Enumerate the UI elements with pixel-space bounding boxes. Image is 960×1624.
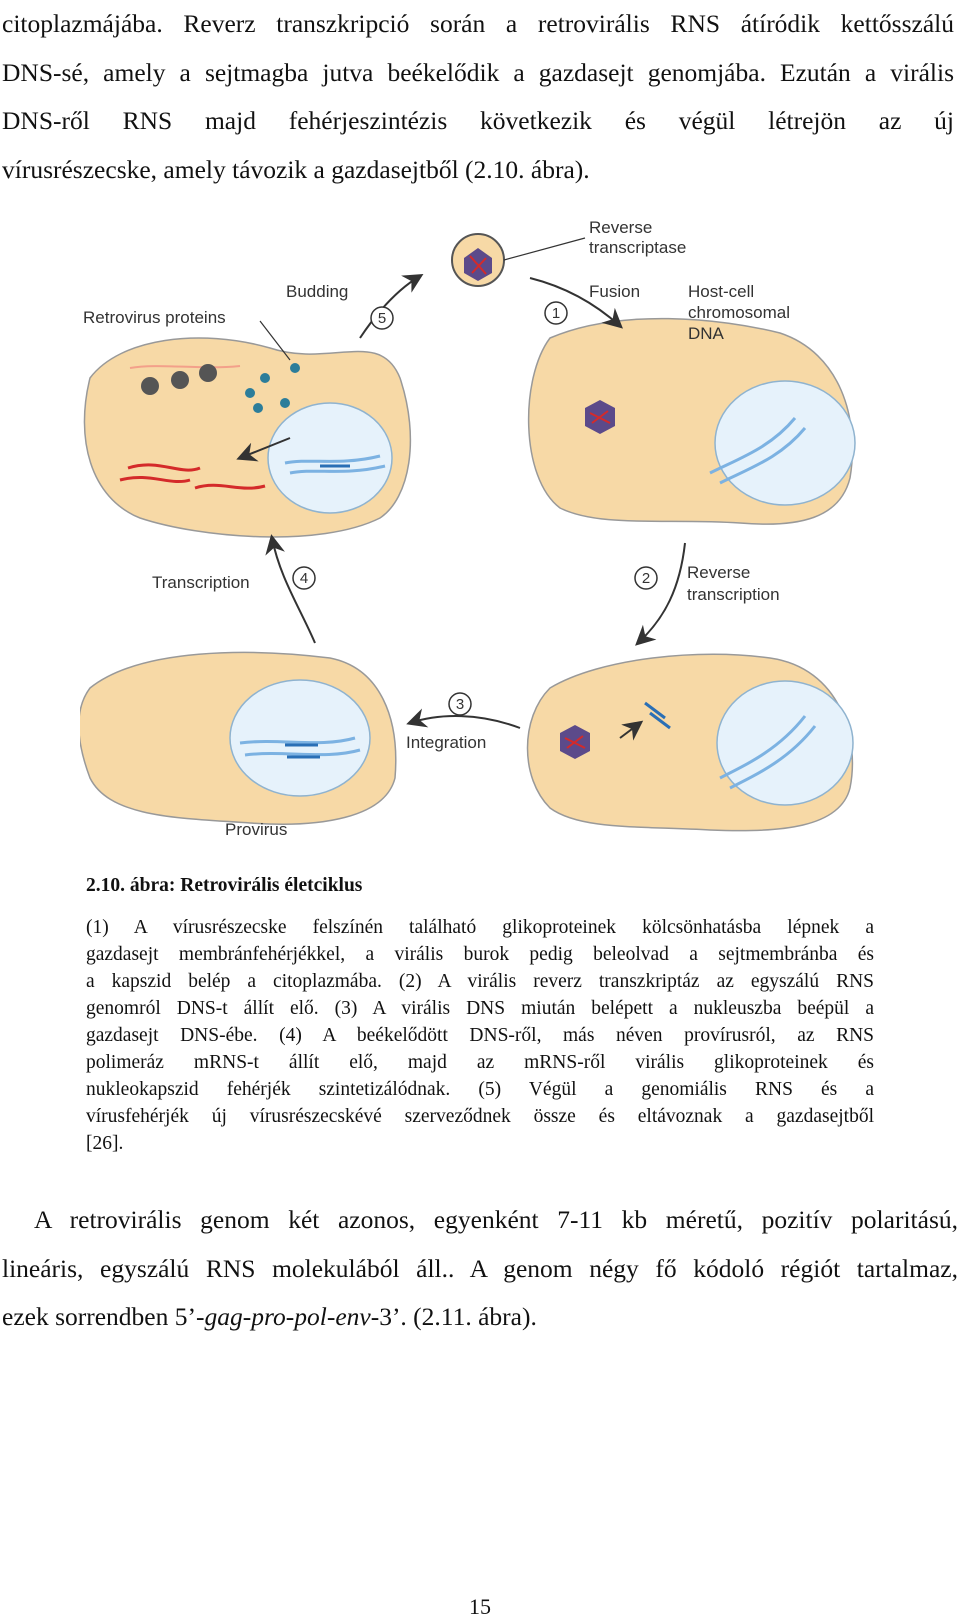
nucleus-budding	[267, 402, 393, 514]
arrow-reverse-transcription	[635, 542, 686, 646]
caption-line: polimeráz mRNS-t állít elő, majd az mRNS…	[86, 1052, 874, 1073]
caption-line: (1) A vírusrészecske felszínén található…	[86, 917, 874, 938]
figure-caption: 2.10. ábra: Retrovirális életciklus (1) …	[86, 872, 874, 1157]
gene-dash: -	[242, 1302, 252, 1331]
gene-pro: pro	[251, 1302, 286, 1331]
label-reverse-transcription: Reverse	[687, 563, 750, 582]
label-reverse-transcriptase: transcriptase	[589, 238, 686, 257]
gene-pol: pol	[294, 1302, 327, 1331]
top-paragraph-line: vírusrészecske, amely távozik a gazdasej…	[2, 154, 590, 184]
label-host-dna: chromosomal	[688, 303, 790, 322]
gene-dash: -	[285, 1302, 295, 1331]
bottom-paragraph-line: A retrovirális genom két azonos, egyenké…	[34, 1205, 958, 1234]
caption-line: vírusfehérjék új vírusrészecskévé szerve…	[86, 1106, 874, 1127]
gene-order-suffix: -3’. (2.11. ábra).	[370, 1302, 537, 1331]
top-paragraph-line: citoplazmájába. Reverz transzkripció sor…	[2, 9, 954, 38]
nucleus-integration	[716, 680, 854, 806]
step-5-badge: 5	[370, 306, 394, 330]
caption-line: genomról DNS-t állít elő. (3) A virális …	[86, 998, 874, 1019]
caption-line: gazdasejt DNS-ébe. (4) A beékelődött DNS…	[86, 1025, 874, 1046]
step-2-badge: 2	[634, 566, 658, 590]
label-reverse-transcription: transcription	[687, 585, 780, 604]
label-integration: Integration	[406, 733, 486, 752]
step-3-badge: 3	[448, 692, 472, 716]
gene-dash: -	[326, 1302, 336, 1331]
caption-line: nukleokapszid fehérjék szintetizálódnak.…	[86, 1079, 874, 1100]
bottom-paragraph-line: ezek sorrendben 5’-gag-pro-pol-env-3’. (…	[2, 1293, 958, 1342]
retrovirus-lifecycle-figure: 1 5 2 4 3 Reverse transcriptase Budding …	[80, 218, 880, 868]
top-paragraph-line: DNS-sé, amely a sejtmagba jutva beékelőd…	[2, 57, 954, 87]
bottom-paragraph: A retrovirális genom két azonos, egyenké…	[2, 1196, 958, 1342]
page-number: 15	[469, 1594, 491, 1619]
label-fusion: Fusion	[589, 282, 640, 301]
label-host-dna: DNA	[688, 324, 725, 343]
svg-text:4: 4	[300, 570, 308, 587]
caption-line: [26].	[86, 1133, 124, 1154]
svg-text:2: 2	[642, 570, 650, 587]
top-paragraph-line: DNS-ről RNS majd fehérjeszintézis követk…	[2, 106, 954, 135]
gene-order-prefix: ezek sorrendben 5’-	[2, 1302, 205, 1331]
label-host-dna: Host-cell	[688, 282, 754, 301]
label-retrovirus-proteins: Retrovirus proteins	[83, 308, 226, 327]
nucleus-provirus	[229, 679, 371, 797]
nucleus-fusion	[714, 380, 856, 506]
svg-text:5: 5	[378, 310, 386, 327]
top-paragraph: citoplazmájába. Reverz transzkripció sor…	[2, 0, 954, 194]
arrow-integration	[406, 708, 521, 729]
svg-text:1: 1	[552, 305, 560, 322]
arrow-fusion	[529, 277, 623, 329]
label-transcription: Transcription	[152, 573, 250, 592]
arrow-transcription	[265, 534, 316, 644]
svg-text:3: 3	[456, 696, 464, 713]
label-provirus: Provirus	[225, 820, 287, 839]
step-4-badge: 4	[292, 566, 316, 590]
label-reverse-transcriptase: Reverse	[589, 218, 652, 237]
caption-title: 2.10. ábra: Retrovirális életciklus	[86, 875, 363, 896]
gene-gag: gag	[204, 1302, 243, 1331]
label-budding: Budding	[286, 282, 348, 301]
step-1-badge: 1	[544, 301, 568, 325]
caption-line: a kapszid belép a citoplazmába. (2) A vi…	[86, 971, 874, 992]
bottom-paragraph-line: lineáris, egyszálú RNS molekulából áll..…	[2, 1253, 958, 1283]
lifecycle-diagram: 1 5 2 4 3 Reverse transcriptase Budding …	[80, 218, 856, 839]
caption-line: gazdasejt membránfehérjékkel, a virális …	[86, 944, 874, 965]
gene-env: env	[335, 1302, 371, 1331]
caption-body: (1) A vírusrészecske felszínén található…	[86, 914, 874, 1157]
arrow-budding	[359, 273, 424, 339]
